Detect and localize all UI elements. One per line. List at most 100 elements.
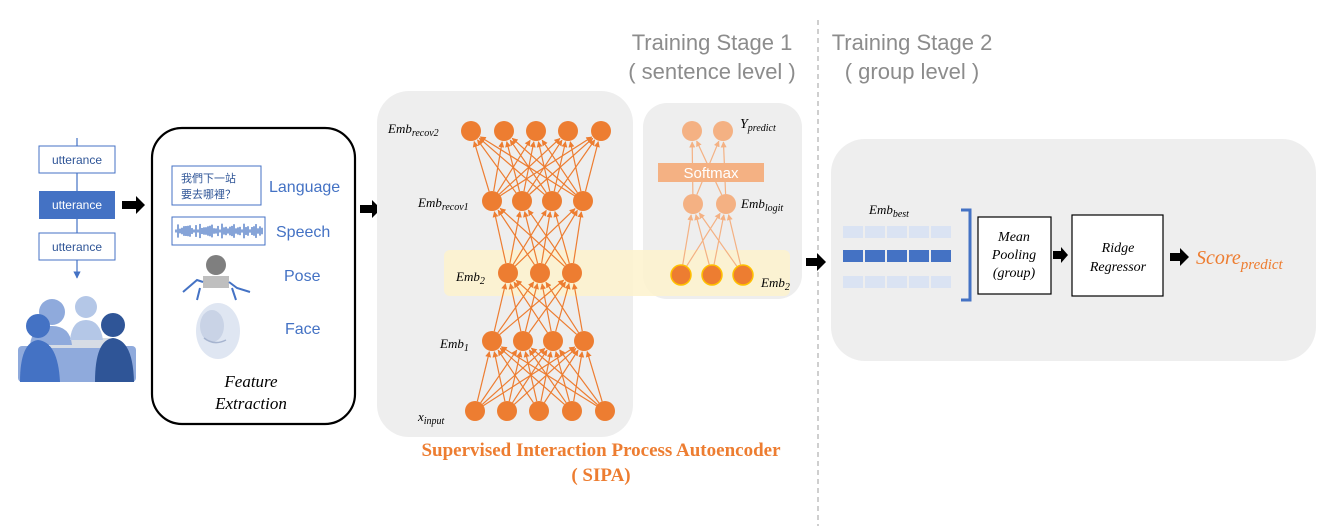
label-emb2-classifier: Emb2 <box>760 275 790 293</box>
sipa-edge <box>514 208 576 267</box>
sipa-edge <box>544 209 578 265</box>
mean-pooling-line2: Pooling <box>991 248 1036 263</box>
classifier-nodes <box>670 121 754 286</box>
sipa-node <box>512 191 532 211</box>
softmax-label: Softmax <box>683 165 739 182</box>
sipa-node <box>465 401 485 421</box>
emb-best-cell <box>865 226 885 238</box>
modality-pose: Pose <box>284 268 321 285</box>
sipa-node <box>573 191 593 211</box>
utterance-box-3 <box>38 232 116 261</box>
classifier-edge <box>726 214 742 266</box>
utterance-label-3: utterance <box>52 240 102 254</box>
label-emb-best: Embbest <box>868 202 909 220</box>
emb-best-cell <box>843 250 863 262</box>
emb-best-cell <box>865 250 885 262</box>
sipa-title-line1: Supervised Interaction Process Autoencod… <box>421 440 781 461</box>
sipa-edge <box>527 209 567 266</box>
label-y-predict: Ypredict <box>740 117 776 134</box>
emb-best-cell <box>865 276 885 288</box>
sipa-edge <box>571 283 583 332</box>
sipa-edge <box>585 350 603 402</box>
sipa-edge <box>497 349 534 404</box>
sipa-edge <box>493 283 508 332</box>
sipa-node <box>526 121 546 141</box>
sipa-edge <box>499 347 565 405</box>
classifier-edges <box>682 140 742 268</box>
emb-best-cell <box>843 276 863 288</box>
sipa-edge <box>584 141 600 192</box>
stage1-title: Training Stage 1 <box>632 30 793 55</box>
feature-extraction-title-line2: Extraction <box>214 394 287 413</box>
sipa-edge <box>476 139 517 194</box>
classifier-node <box>670 264 692 286</box>
sipa-node <box>595 401 615 421</box>
arrow-to-feature-extraction <box>122 196 145 214</box>
emb-best-cell <box>887 250 907 262</box>
sipa-edge <box>498 138 561 195</box>
emb-best-cell <box>909 276 929 288</box>
sipa-edge <box>476 351 492 402</box>
sipa-edge <box>541 211 553 264</box>
emb-best-cell <box>931 276 951 288</box>
language-sample-line1: 我們下一站 <box>181 171 236 185</box>
modality-language: Language <box>269 179 340 196</box>
emb-best-cell <box>887 276 907 288</box>
sipa-node <box>482 331 502 351</box>
emb-best-cell <box>843 226 863 238</box>
label-emb1: Emb1 <box>439 336 469 354</box>
sipa-edge <box>513 281 548 333</box>
stage2-subtitle: ( group level ) <box>845 59 980 84</box>
arrow-to-score <box>1170 248 1189 266</box>
sipa-node <box>513 331 533 351</box>
feature-extraction-title-line1: Feature <box>223 372 278 391</box>
sipa-edge <box>553 211 570 264</box>
classifier-node <box>732 264 754 286</box>
sipa-edge <box>492 211 507 264</box>
emb-best-cell <box>887 226 907 238</box>
sipa-edges <box>472 136 603 407</box>
sipa-edge <box>523 351 538 402</box>
classifier-node <box>716 194 736 214</box>
sipa-edge <box>497 209 535 266</box>
label-emb2-sipa: Emb2 <box>455 269 485 287</box>
arrow-to-sipa <box>360 200 381 218</box>
sipa-node <box>498 263 518 283</box>
classifier-node <box>713 121 733 141</box>
emb-best-matrix <box>843 226 951 288</box>
sipa-node <box>529 401 549 421</box>
utterance-label-1: utterance <box>52 153 102 167</box>
sipa-node <box>543 331 563 351</box>
utterance-box-2-selected <box>39 191 115 219</box>
sipa-edge <box>572 211 584 264</box>
sipa-node <box>530 263 550 283</box>
label-emb-recov1: Embrecov1 <box>417 195 469 213</box>
sipa-node <box>562 401 582 421</box>
score-predict: Scorepredict <box>1196 247 1284 273</box>
sipa-edge <box>511 137 576 195</box>
emb-best-cell <box>909 250 929 262</box>
utterance-box-1 <box>38 145 116 174</box>
sipa-edge <box>478 137 545 195</box>
language-sample-line2: 要去哪裡？ <box>181 187 236 201</box>
sipa-node <box>497 401 517 421</box>
language-text-box <box>171 165 262 206</box>
sipa-edge <box>545 281 580 333</box>
label-emb-recov2: Embrecov2 <box>387 121 439 139</box>
sipa-node <box>558 121 578 141</box>
sipa-edge <box>492 351 506 402</box>
arrow-to-ridge <box>1053 247 1068 263</box>
sipa-edge <box>509 211 522 264</box>
classifier-edge <box>682 214 694 266</box>
sipa-edge <box>568 141 582 192</box>
sipa-edge <box>480 349 518 404</box>
sipa-title-line2: ( SIPA) <box>571 465 630 486</box>
sipa-edge <box>499 207 565 267</box>
sipa-edge <box>508 283 522 332</box>
sipa-edge <box>528 349 567 404</box>
modality-speech: Speech <box>276 224 330 241</box>
sipa-edge <box>500 136 593 197</box>
ridge-line2: Regressor <box>1089 260 1147 275</box>
softmax-bar <box>658 163 764 182</box>
